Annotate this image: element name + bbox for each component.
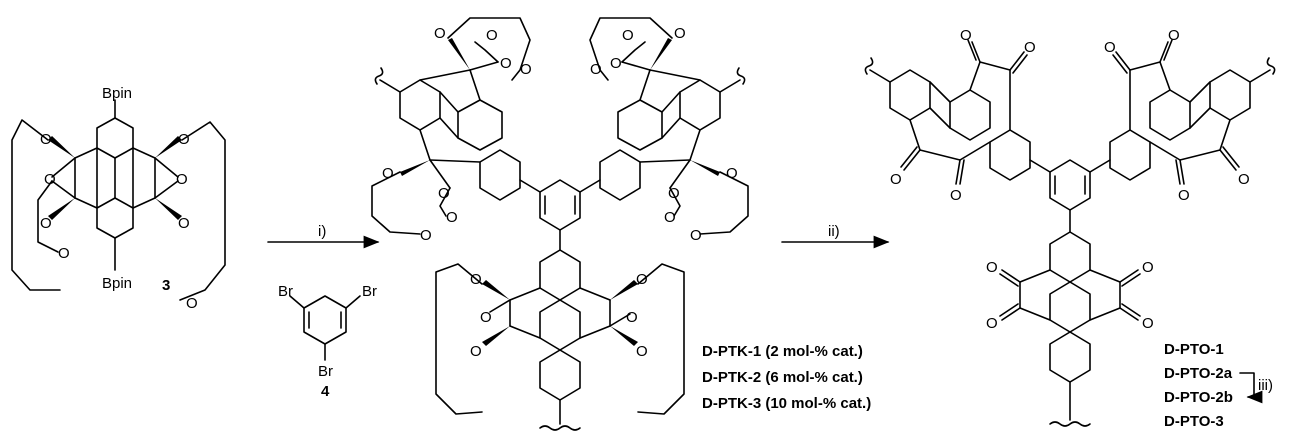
o-atom: O bbox=[1238, 171, 1250, 188]
o-atom: O bbox=[500, 55, 512, 72]
conversion-arrow-iii bbox=[1239, 372, 1263, 404]
o-atom: O bbox=[1142, 259, 1154, 276]
o-atom: O bbox=[1104, 39, 1116, 56]
o-atom: O bbox=[610, 55, 622, 72]
o-atom: O bbox=[438, 185, 450, 202]
ptk-network bbox=[371, 17, 749, 431]
br-atom: Br bbox=[278, 283, 293, 300]
o-atom: O bbox=[986, 315, 998, 332]
o-atom: O bbox=[986, 259, 998, 276]
pto-label-3: D-PTO-3 bbox=[1164, 413, 1224, 430]
o-atom: O bbox=[420, 227, 432, 244]
bpin-bottom: Bpin bbox=[102, 275, 132, 292]
o-atom: O bbox=[176, 171, 188, 188]
monomer-3 bbox=[11, 99, 226, 301]
o-atom: O bbox=[960, 27, 972, 44]
o-atom: O bbox=[470, 343, 482, 360]
o-atom: O bbox=[950, 187, 962, 204]
o-atom: O bbox=[690, 227, 702, 244]
o-atom: O bbox=[178, 131, 190, 148]
o-atom: O bbox=[40, 215, 52, 232]
pto-label-2b: D-PTO-2b bbox=[1164, 389, 1233, 406]
pto-network bbox=[864, 39, 1276, 427]
o-atom: O bbox=[674, 25, 686, 42]
o-atom: O bbox=[664, 209, 676, 226]
o-atom: O bbox=[520, 61, 532, 78]
o-atom: O bbox=[58, 245, 70, 262]
o-atom: O bbox=[726, 165, 738, 182]
o-atom: O bbox=[40, 131, 52, 148]
ptk-label-3: D-PTK-3 (10 mol-% cat.) bbox=[702, 395, 871, 412]
step-ii-label: ii) bbox=[828, 223, 840, 240]
pto-label-2a: D-PTO-2a bbox=[1164, 365, 1233, 382]
o-atom: O bbox=[470, 271, 482, 288]
pto-label-1: D-PTO-1 bbox=[1164, 341, 1224, 358]
o-atom: O bbox=[622, 27, 634, 44]
compound-label-3: 3 bbox=[162, 277, 170, 294]
br-atom: Br bbox=[362, 283, 377, 300]
br-atom: Br bbox=[318, 363, 333, 380]
o-atom: O bbox=[1178, 187, 1190, 204]
ptk-label-1: D-PTK-1 (2 mol-% cat.) bbox=[702, 343, 863, 360]
step-i-label: i) bbox=[318, 223, 326, 240]
o-atom: O bbox=[1142, 315, 1154, 332]
o-atom: O bbox=[626, 309, 638, 326]
o-atom: O bbox=[382, 165, 394, 182]
step-iii-label: iii) bbox=[1258, 377, 1273, 394]
linker-4 bbox=[289, 295, 361, 361]
bpin-top: Bpin bbox=[102, 85, 132, 102]
o-atom: O bbox=[590, 61, 602, 78]
ptk-label-2: D-PTK-2 (6 mol-% cat.) bbox=[702, 369, 863, 386]
o-atom: O bbox=[668, 185, 680, 202]
o-atom: O bbox=[434, 25, 446, 42]
compound-label-4: 4 bbox=[321, 383, 330, 400]
o-atom: O bbox=[636, 271, 648, 288]
o-atom: O bbox=[890, 171, 902, 188]
o-atom: O bbox=[446, 209, 458, 226]
o-atom: O bbox=[178, 215, 190, 232]
o-atom: O bbox=[186, 295, 198, 312]
o-atom: O bbox=[1024, 39, 1036, 56]
o-atom: O bbox=[636, 343, 648, 360]
o-atom: O bbox=[480, 309, 492, 326]
o-atom: O bbox=[486, 27, 498, 44]
o-atom: O bbox=[44, 171, 56, 188]
o-atom: O bbox=[1168, 27, 1180, 44]
